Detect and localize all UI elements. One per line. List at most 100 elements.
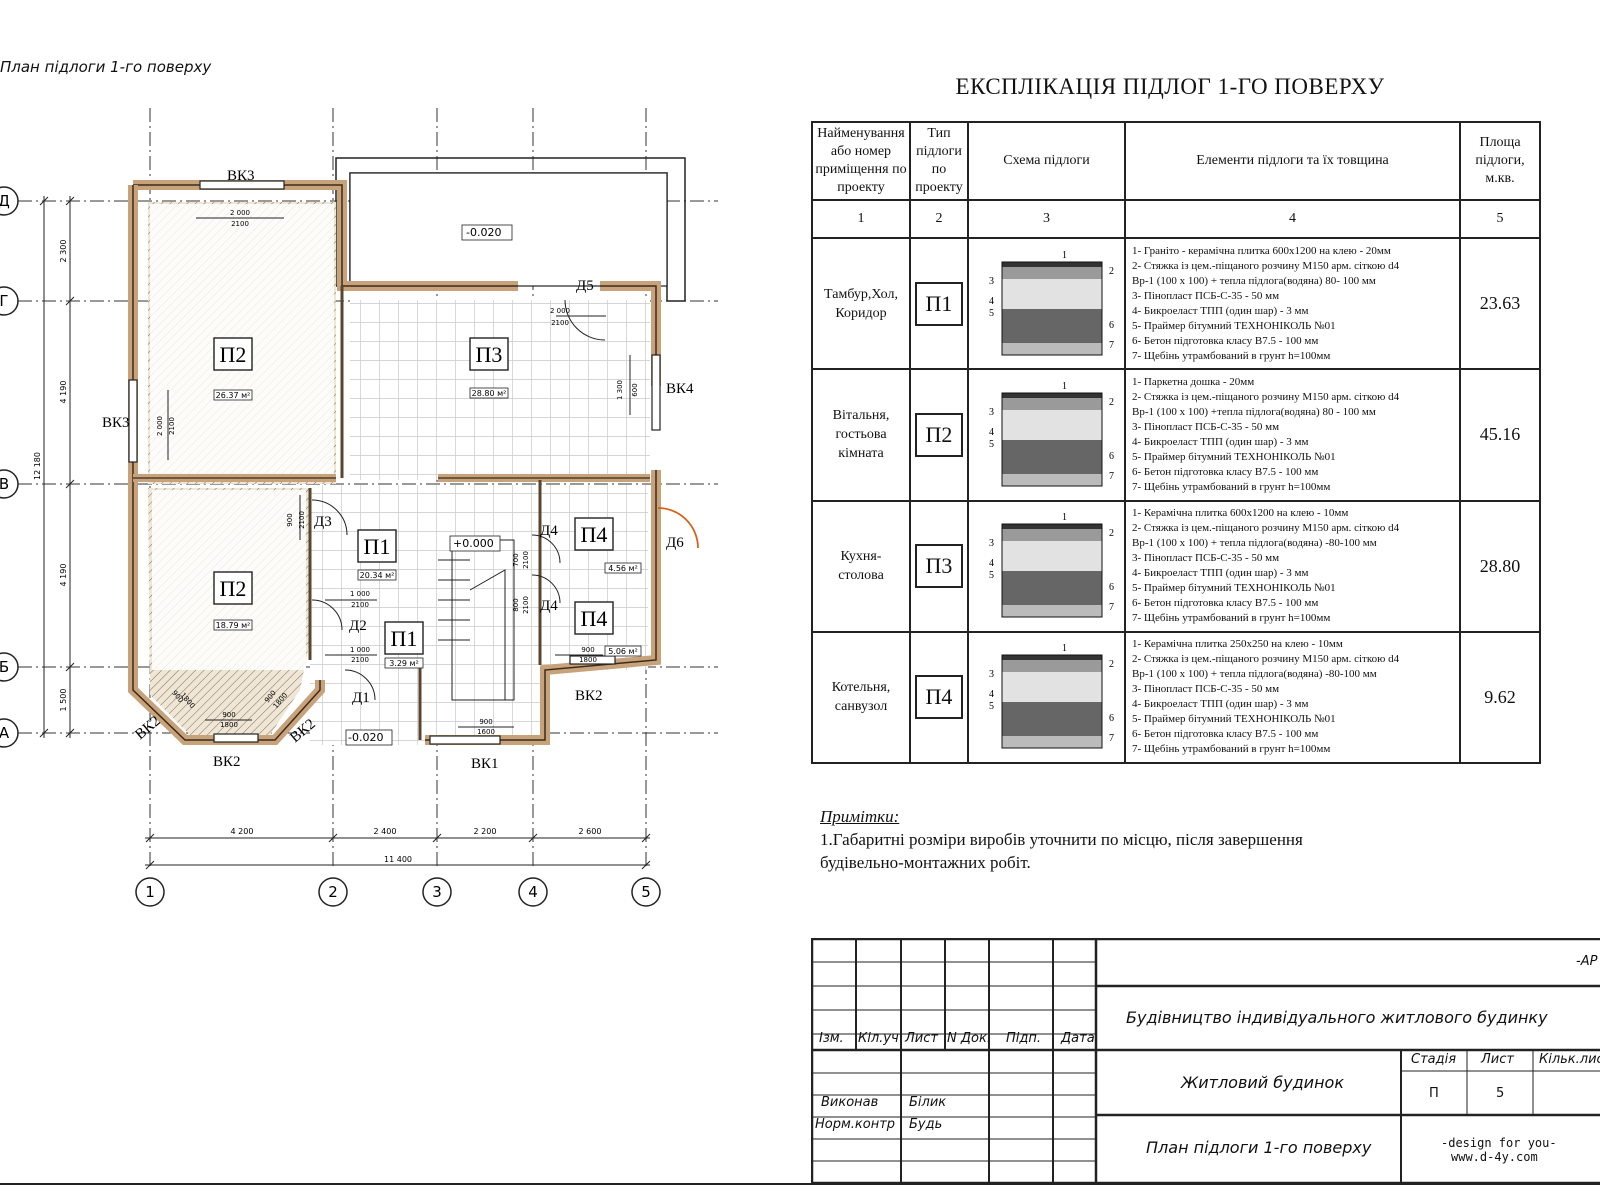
executed-label: Виконав (821, 1095, 879, 1110)
room-area: 4.56 м² (608, 564, 638, 573)
dim-bottom: 2 200 (474, 827, 497, 836)
explication-title: ЕКСПЛІКАЦІЯ ПІДЛОГ 1-ГО ПОВЕРХУ (955, 74, 1385, 99)
building-name: Житловий будинок (1181, 1073, 1344, 1092)
layer-number: 1 (1062, 643, 1067, 654)
sheets-label: Кільк.листів (1539, 1052, 1600, 1067)
door-label: Д4 (540, 523, 558, 539)
doc-code: -АР (1576, 954, 1598, 969)
floor-type: П4 (915, 675, 963, 720)
dim-left: 2 300 (59, 240, 68, 263)
floor-elements: 1- Граніто - керамічна плитка 600х1200 н… (1124, 237, 1461, 371)
dim-text: 800 (512, 598, 520, 611)
stage-label: Стадія (1411, 1052, 1457, 1067)
door-label: Д3 (314, 514, 332, 530)
sheet-value: 5 (1496, 1086, 1505, 1101)
header-type: Тип підлоги по проекту (909, 120, 969, 202)
dim-text: 1 000 (350, 646, 370, 654)
col-number: 4 (1124, 199, 1461, 240)
axis-label: Д (0, 192, 10, 210)
sheet-title: План підлоги 1-го поверху (1146, 1138, 1372, 1157)
window-label: ВК2 (575, 688, 603, 704)
axis-label: В (0, 475, 9, 493)
axis-label: Г (0, 292, 9, 310)
layer-number: 7 (1109, 471, 1114, 482)
room-name: Вітальня, гостьова кімната (811, 368, 911, 502)
window-label: ВК2 (213, 754, 241, 770)
title-block: -АР Будівництво індивідуального житловог… (811, 938, 1600, 1185)
explication-table: Найменування або номер приміщення по про… (811, 120, 1541, 765)
layer-number: 4 (989, 689, 994, 700)
dim-left: 1 500 (59, 689, 68, 712)
floor-type: П1 (915, 281, 963, 326)
dim-text: 2 000 (156, 416, 164, 436)
col-header: Підп. (1006, 1031, 1042, 1046)
dim-text: 900 (222, 711, 235, 719)
room-name: Кухня- столова (811, 499, 911, 633)
layer-number: 4 (989, 558, 994, 569)
room-area: 28.80 м² (472, 389, 507, 398)
axis-label: 4 (528, 883, 538, 901)
layer-number: 1 (1062, 512, 1067, 523)
dim-left-total: 12 180 (33, 452, 42, 480)
layer-number: 3 (989, 669, 994, 680)
col-header: Дата (1061, 1031, 1095, 1046)
sheet-label: Лист (1481, 1052, 1514, 1067)
col-header: Кіл.уч (858, 1031, 899, 1046)
notes-line: 1.Габаритні розміри виробів уточнити по … (820, 830, 1303, 849)
room-name: Котельня, санвузол (811, 630, 911, 765)
level-mark: -0.020 (348, 731, 383, 744)
layer-number: 6 (1109, 582, 1114, 593)
sheet-border (0, 1183, 1600, 1185)
floor-type: П3 (915, 544, 963, 589)
room-name: Тамбур,Хол, Коридор (811, 237, 911, 371)
dim-text: 700 (512, 553, 520, 566)
layer-number: 5 (989, 570, 994, 581)
header-room: Найменування або номер приміщення по про… (811, 120, 911, 202)
dim-text: 1800 (579, 656, 597, 664)
layer-number: 5 (989, 308, 994, 319)
floor-plan: П2 П3 П2 П1 П1 П4 П4 26.37 м² 28.80 м² 1… (0, 108, 718, 907)
dim-text: 2 000 (550, 307, 570, 315)
dim-text: 900 (286, 513, 294, 526)
title-block-grid (811, 938, 1600, 1185)
notes-heading: Примітки: (820, 807, 900, 826)
room-area: 26.37 м² (216, 391, 251, 400)
header-area: Площа підлоги, м.кв. (1459, 120, 1541, 202)
room-label: П1 (364, 534, 391, 559)
notes-line: будівельно-монтажних робіт. (820, 853, 1031, 872)
door-label: Д2 (349, 618, 367, 634)
door-label: Д4 (540, 598, 558, 614)
layer-number: 3 (989, 538, 994, 549)
col-number: 3 (967, 199, 1126, 240)
window-label: ВК4 (666, 381, 694, 397)
level-mark: -0.020 (466, 226, 501, 239)
header-scheme: Схема підлоги (967, 120, 1126, 202)
floor-area: 23.63 (1459, 237, 1541, 371)
floor-area: 45.16 (1459, 368, 1541, 502)
room-area: 18.79 м² (216, 621, 251, 630)
axis-label: А (0, 724, 10, 742)
axis-label: 5 (641, 883, 651, 901)
dim-text: 900 (479, 718, 492, 726)
axis-label: 3 (432, 883, 442, 901)
col-number: 5 (1459, 199, 1541, 240)
dim-left: 4 190 (59, 381, 68, 404)
room-label: П1 (391, 626, 418, 651)
axis-label: 1 (145, 883, 155, 901)
layer-number: 4 (989, 427, 994, 438)
dim-text: 1600 (477, 728, 495, 736)
header-elements: Елементи підлоги та їх товщина (1124, 120, 1461, 202)
window-label: ВК1 (471, 756, 499, 772)
company-site: www.d-4y.com (1451, 1150, 1538, 1164)
col-header: Лист (905, 1031, 938, 1046)
col-number: 2 (909, 199, 969, 240)
